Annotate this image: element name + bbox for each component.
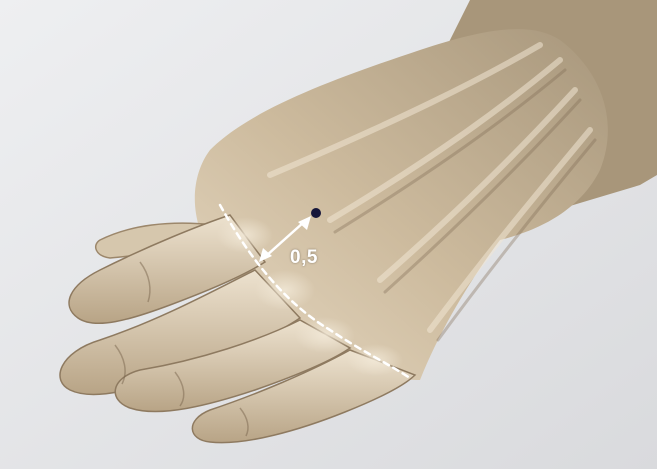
distance-label: 0,5 (290, 247, 318, 269)
acupoint-dot-icon (311, 208, 321, 218)
